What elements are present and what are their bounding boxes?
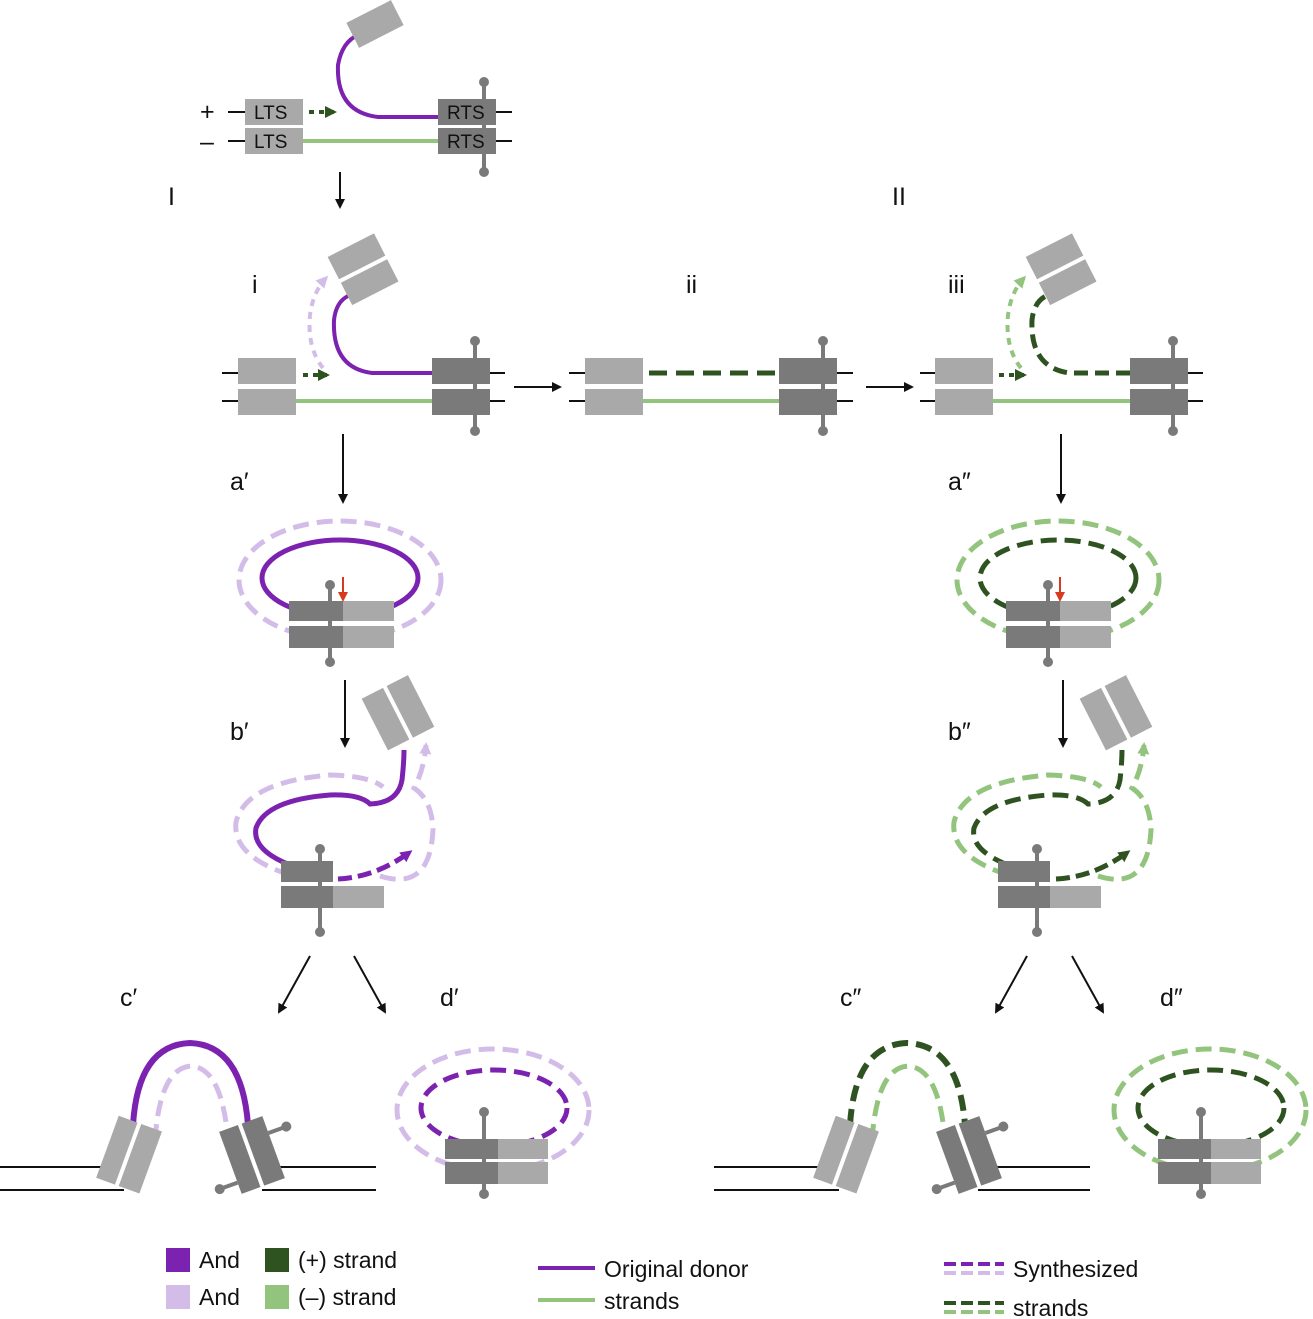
arrow-b1-to-c1 (278, 955, 311, 1014)
legend-swatch-light-green (265, 1285, 289, 1309)
legend-minus-strand: (–) strand (298, 1284, 396, 1310)
minus-sign: – (200, 128, 214, 156)
step-a2 (954, 518, 1162, 667)
lts-label-plus: LTS (254, 103, 287, 124)
step-c1 (0, 1039, 376, 1195)
step-a1 (236, 518, 444, 667)
stage-i-label: i (252, 271, 258, 299)
step-a1-label: a′ (230, 468, 249, 496)
arrow-b1-to-d1 (353, 955, 386, 1014)
legend-original-line2: strands (604, 1288, 679, 1314)
step-b2-label: b″ (948, 718, 971, 746)
pathway-II: II (892, 183, 906, 211)
step-b1 (233, 675, 436, 937)
rts-box-minus (438, 128, 496, 154)
legend-plus-strand: (+) strand (298, 1247, 397, 1273)
legend-swatch-dark-green (265, 1248, 289, 1272)
lts-box-plus (245, 99, 303, 125)
plus-sign: + (200, 98, 215, 126)
step-d1 (394, 1046, 592, 1199)
legend-and-2: And (199, 1284, 240, 1310)
rts-label-plus: RTS (447, 103, 485, 124)
stage-i (222, 233, 505, 436)
legend-and-1: And (199, 1247, 240, 1273)
stage-ii-label: ii (686, 271, 697, 299)
stage-iii-label: iii (948, 271, 965, 299)
legend-original-line1: Original donor (604, 1256, 749, 1282)
step-b1-label: b′ (230, 718, 249, 746)
flap-box (346, 0, 404, 48)
legend: And And (+) strand (–) strand Original d… (166, 1247, 1138, 1319)
stage-iii (920, 233, 1203, 436)
legend-swatch-light-purple (166, 1285, 190, 1309)
lts-label-minus: LTS (254, 132, 287, 153)
stage-ii (569, 336, 853, 436)
step-b2 (951, 675, 1154, 937)
top-construct: + – LTS LTS RTS RTS (200, 0, 512, 177)
step-c2 (714, 1039, 1090, 1195)
legend-synth-line1: Synthesized (1013, 1256, 1138, 1282)
rts-box-plus (438, 99, 496, 125)
arrow-b2-to-d2 (1071, 955, 1104, 1014)
plus-strand (335, 33, 438, 119)
step-c2-label: c″ (840, 984, 862, 1012)
lts-box-minus (245, 128, 303, 154)
step-a2-label: a″ (948, 468, 971, 496)
pathway-I: I (168, 183, 175, 211)
legend-synth-line2: strands (1013, 1295, 1088, 1319)
legend-swatch-purple (166, 1248, 190, 1272)
rts-label-minus: RTS (447, 132, 485, 153)
step-d2 (1111, 1046, 1309, 1199)
step-d1-label: d′ (440, 984, 459, 1012)
step-d2-label: d″ (1160, 984, 1183, 1012)
step-c1-label: c′ (120, 984, 138, 1012)
arrow-b2-to-c2 (995, 955, 1028, 1014)
